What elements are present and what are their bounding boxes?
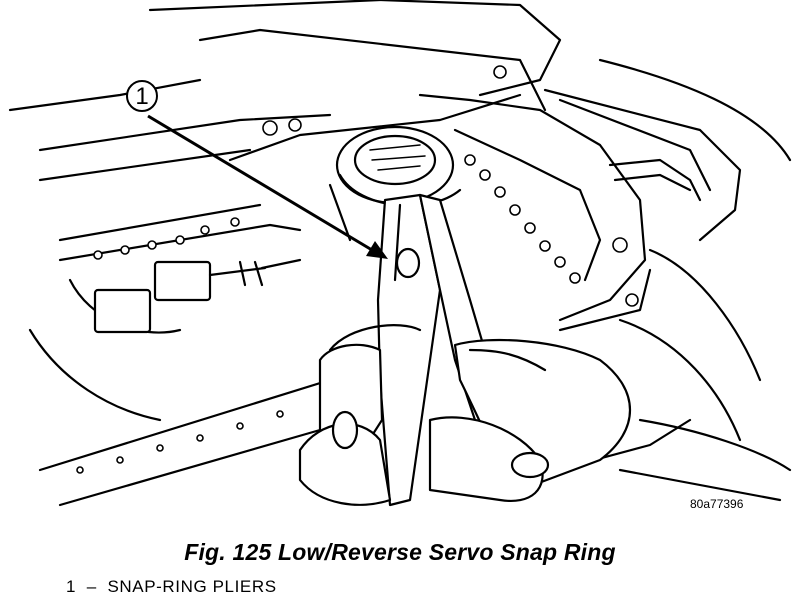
leader-line <box>147 114 373 252</box>
legend-text: SNAP-RING PLIERS <box>107 577 277 596</box>
wire-connector <box>93 158 702 334</box>
legend-item: 1 – SNAP-RING PLIERS <box>66 577 277 597</box>
callout-number: 1 <box>135 83 148 110</box>
callout-circle <box>126 80 158 112</box>
servo-snap-ring <box>328 125 462 242</box>
image-code: 80a77396 <box>690 497 744 511</box>
illustration: 1 80a77396 <box>8 0 792 511</box>
line-drawing-svg: 1 80a77396 <box>8 0 792 511</box>
legend-separator: – <box>86 577 97 596</box>
callout-1: 1 <box>126 80 388 259</box>
hand <box>298 324 632 506</box>
legend-number: 1 <box>66 577 77 596</box>
figure-caption: Fig. 125 Low/Reverse Servo Snap Ring <box>184 539 616 565</box>
valve-body-plate <box>76 65 647 474</box>
leader-arrowhead <box>366 241 388 259</box>
transmission-case <box>8 0 792 507</box>
